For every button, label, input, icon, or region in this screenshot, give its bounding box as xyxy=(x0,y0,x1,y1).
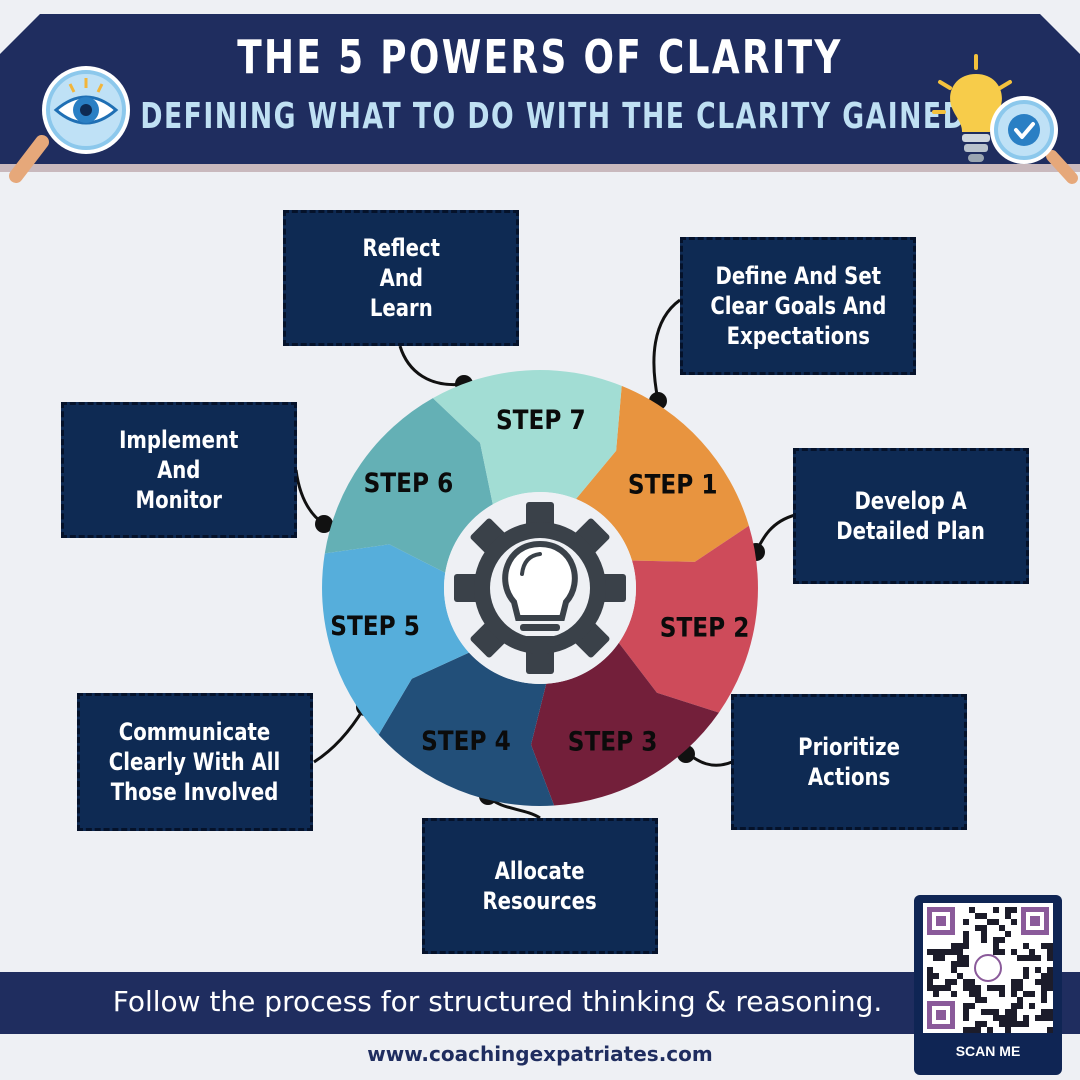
footer-tagline: Follow the process for structured thinki… xyxy=(112,985,883,1018)
step-6-text: Implement And Monitor xyxy=(119,426,239,514)
cycle-segment-step-6 xyxy=(324,398,493,573)
cycle-segment-step-7 xyxy=(432,369,622,505)
cycle-segment-step-5 xyxy=(322,544,469,735)
step-4-box: Allocate Resources xyxy=(422,818,658,954)
cycle-segment-step-2 xyxy=(618,525,758,713)
header-banner xyxy=(0,14,1080,164)
step-5-label: STEP 5 xyxy=(330,610,420,641)
qr-card[interactable]: SCAN ME xyxy=(914,895,1062,1075)
qr-code[interactable] xyxy=(923,903,1053,1033)
step-2-text: Develop A Detailed Plan xyxy=(836,487,986,545)
connector-step-7 xyxy=(398,345,465,387)
step-7-label: STEP 7 xyxy=(496,404,586,435)
scan-me-label: SCAN ME xyxy=(955,1043,1021,1059)
step-7-text: Reflect And Learn xyxy=(362,234,440,322)
cycle-segment-step-1 xyxy=(576,385,749,562)
step-1-text: Define And Set Clear Goals And Expectati… xyxy=(710,262,886,350)
step-4-label: STEP 4 xyxy=(421,725,511,756)
step-3-box: Prioritize Actions xyxy=(731,694,967,830)
step-3-label: STEP 3 xyxy=(568,726,658,757)
connector-step-5 xyxy=(313,707,366,764)
cycle-segment-step-4 xyxy=(378,652,555,806)
footer-bar xyxy=(0,972,1080,1034)
cycle-segment-step-3 xyxy=(531,642,719,806)
connector-dot-step-6 xyxy=(315,515,333,533)
step-1-box: Define And Set Clear Goals And Expectati… xyxy=(680,237,916,375)
eye-magnifier-icon xyxy=(9,66,130,183)
step-7-box: Reflect And Learn xyxy=(283,210,519,346)
connector-step-1 xyxy=(652,298,681,401)
connector-step-6 xyxy=(294,469,325,526)
page-title: THE 5 POWERS OF CLARITY xyxy=(237,30,843,84)
step-3-text: Prioritize Actions xyxy=(798,733,900,791)
step-2-box: Develop A Detailed Plan xyxy=(793,448,1029,584)
step-2-label: STEP 2 xyxy=(660,612,750,643)
step-5-box: Communicate Clearly With All Those Invol… xyxy=(77,693,313,831)
website-link[interactable]: www.coachingexpatriates.com xyxy=(367,1042,713,1066)
gear-lightbulb-icon xyxy=(454,502,626,674)
step-6-label: STEP 6 xyxy=(364,467,454,498)
step-6-box: Implement And Monitor xyxy=(61,402,297,538)
step-1-label: STEP 1 xyxy=(628,469,718,500)
page-subtitle: DEFINING WHAT TO DO WITH THE CLARITY GAI… xyxy=(140,96,967,137)
step-5-text: Communicate Clearly With All Those Invol… xyxy=(109,718,281,806)
step-4-text: Allocate Resources xyxy=(482,857,598,915)
lightbulb-check-icon xyxy=(932,54,1078,184)
